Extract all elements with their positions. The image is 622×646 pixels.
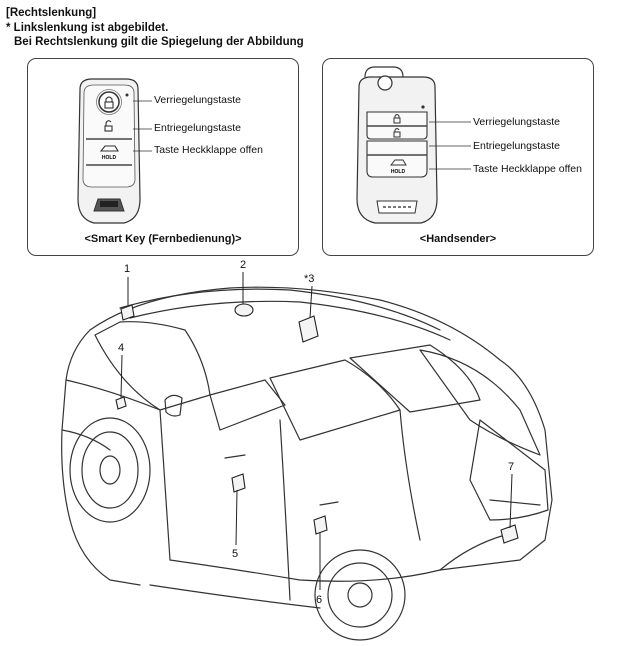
handsender-hold-text: HOLD — [391, 169, 406, 175]
header-line-2: * Linkslenkung ist abgebildet. — [6, 22, 169, 34]
callout-5: 5 — [232, 548, 239, 560]
callout-7: 7 — [508, 461, 515, 473]
smart-key-hold-text: HOLD — [102, 155, 117, 161]
callout-lines — [120, 272, 513, 590]
component-4 — [115, 396, 127, 410]
lock-icon — [104, 101, 114, 109]
component-5 — [231, 473, 246, 493]
car-outline — [61, 286, 553, 641]
smart-key-caption: <Smart Key (Fernbedienung)> — [84, 233, 242, 245]
component-3 — [298, 315, 319, 343]
smart-key-trunk-label: Taste Heckklappe offen — [154, 144, 263, 156]
unlock-icon — [393, 131, 401, 138]
header-line-1: [Rechtslenkung] — [6, 7, 97, 19]
component-1 — [120, 304, 135, 321]
trunk-icon — [389, 159, 407, 166]
trunk-icon — [99, 145, 119, 152]
callout-6: 6 — [316, 594, 323, 606]
handsender-panel: HOLD Verriegelungstaste Entriegelungstas… — [322, 58, 594, 256]
handsender-unlock-label: Entriegelungstaste — [473, 140, 560, 152]
handsender-lock-label: Verriegelungstaste — [473, 116, 560, 128]
callout-4: 4 — [118, 342, 125, 354]
smart-key-drawing: HOLD — [77, 78, 152, 224]
callout-2: 2 — [240, 259, 247, 271]
smart-key-unlock-label: Entriegelungstaste — [154, 122, 241, 134]
smart-key-lock-label: Verriegelungstaste — [154, 94, 241, 106]
component-6 — [313, 515, 328, 535]
smart-key-panel: HOLD Verriegelungstaste Entriegelungstas… — [27, 58, 299, 256]
lock-icon — [393, 117, 401, 124]
handsender-caption: <Handsender> — [419, 233, 497, 245]
component-markers — [115, 303, 519, 544]
component-2 — [234, 303, 254, 317]
component-7 — [500, 524, 519, 544]
unlock-icon — [104, 125, 113, 132]
handsender-drawing: HOLD — [356, 66, 471, 224]
callout-3: *3 — [304, 273, 315, 285]
handsender-trunk-label: Taste Heckklappe offen — [473, 163, 582, 175]
header-line-3: Bei Rechtslenkung gilt die Spiegelung de… — [14, 36, 304, 48]
callout-1: 1 — [124, 263, 131, 275]
